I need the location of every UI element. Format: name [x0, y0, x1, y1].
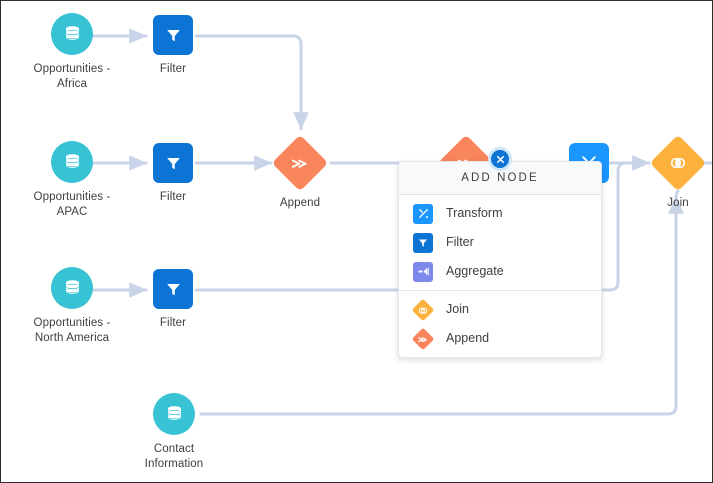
dataset-shape — [51, 267, 93, 309]
node-label: Filter — [159, 191, 187, 203]
filter-shape — [153, 269, 193, 309]
database-icon — [65, 153, 79, 168]
menu-item-transform[interactable]: Transform — [399, 199, 601, 228]
funnel-icon — [166, 157, 180, 169]
funnel-icon — [166, 29, 180, 41]
popup-group-secondary: Join Append — [399, 290, 601, 357]
add-node-popup[interactable]: ADD NODE Transform — [398, 147, 602, 358]
dataset-shape — [51, 13, 93, 55]
aggregate-menu-icon — [413, 261, 433, 282]
dataset-opportunities-apac[interactable]: Opportunities - APAC — [12, 141, 132, 220]
menu-item-label: Append — [446, 331, 490, 346]
node-label: Opportunities - Africa — [33, 63, 111, 90]
join-icon — [670, 157, 686, 169]
funnel-icon — [419, 239, 427, 247]
dataset-opportunities-africa[interactable]: Opportunities - Africa — [12, 13, 132, 92]
menu-item-label: Filter — [446, 235, 474, 250]
node-label: Filter — [159, 63, 187, 75]
node-label: Join — [667, 197, 689, 209]
funnel-icon — [166, 283, 180, 295]
dataset-shape — [51, 141, 93, 183]
join-icon — [418, 306, 428, 313]
close-icon — [496, 155, 504, 163]
dataset-opportunities-north-america[interactable]: Opportunities - North America — [12, 267, 132, 346]
database-icon — [65, 25, 79, 40]
join-node[interactable]: Join — [618, 134, 712, 211]
node-label: Opportunities - APAC — [33, 191, 111, 218]
database-icon — [167, 405, 181, 420]
aggregate-icon — [418, 267, 429, 276]
append-menu-icon — [411, 327, 435, 350]
transform-icon — [418, 209, 428, 218]
transform-menu-icon — [413, 203, 433, 224]
filter-shape — [153, 15, 193, 55]
filter-menu-icon — [413, 232, 433, 253]
menu-item-label: Join — [446, 302, 469, 317]
menu-item-label: Transform — [446, 206, 503, 221]
append-icon — [291, 158, 307, 168]
popup-title: ADD NODE — [461, 172, 539, 184]
node-label: Contact Information — [144, 443, 204, 470]
filter-node-africa[interactable]: Filter — [113, 15, 233, 77]
append-node[interactable]: Append — [240, 134, 360, 211]
append-shape — [271, 134, 329, 192]
dataset-contact-information[interactable]: Contact Information — [114, 393, 234, 472]
filter-node-north-america[interactable]: Filter — [113, 269, 233, 331]
join-menu-icon — [411, 298, 435, 321]
database-icon — [65, 279, 79, 294]
close-button[interactable] — [488, 147, 512, 171]
menu-item-filter[interactable]: Filter — [399, 228, 601, 257]
popup-group-primary: Transform Filter — [399, 195, 601, 290]
node-label: Opportunities - North America — [33, 317, 111, 344]
node-label: Append — [279, 197, 321, 209]
node-label: Filter — [159, 317, 187, 329]
append-icon — [418, 335, 427, 342]
menu-item-join[interactable]: Join — [399, 295, 601, 324]
join-shape — [649, 134, 707, 192]
filter-shape — [153, 143, 193, 183]
menu-item-append[interactable]: Append — [399, 324, 601, 353]
menu-item-aggregate[interactable]: Aggregate — [399, 257, 601, 286]
menu-item-label: Aggregate — [446, 264, 504, 279]
filter-node-apac[interactable]: Filter — [113, 143, 233, 205]
dataset-shape — [153, 393, 195, 435]
